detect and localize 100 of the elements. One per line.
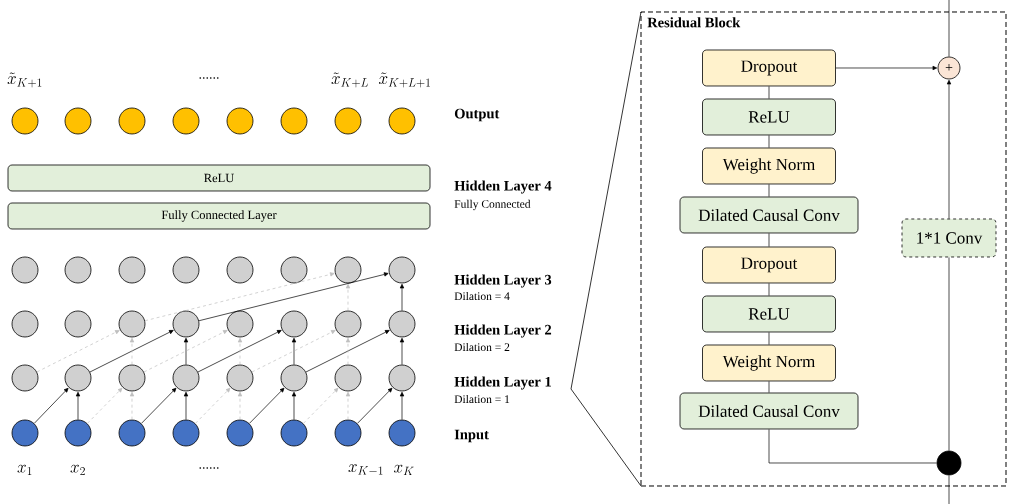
arrow (251, 330, 336, 373)
arrow (144, 272, 335, 322)
arrow (129, 337, 135, 365)
arrow (197, 330, 282, 373)
neuron-circle (226, 419, 254, 447)
variable-label: $x_{K-1}$ (348, 464, 383, 475)
neuron-circle (388, 310, 416, 338)
neuron-circle (172, 364, 200, 392)
neuron-circle (334, 310, 362, 338)
layer-box: Dropout (702, 246, 836, 284)
arrow (399, 337, 405, 365)
layer-box: Dropout (702, 49, 836, 87)
neuron-circle (280, 310, 308, 338)
dilation-note: Dilation = 4 (454, 291, 510, 301)
connector-line (768, 283, 770, 296)
arrow (357, 387, 393, 424)
conv-box: 1*1 Conv (901, 218, 997, 258)
neuron-circle (172, 310, 200, 338)
arrow (291, 337, 297, 365)
arrow (198, 272, 389, 322)
sum-node: + (937, 56, 961, 80)
layer-box: ReLU (702, 295, 836, 333)
neuron-circle (388, 107, 416, 135)
arrow (345, 337, 351, 365)
layer-bar: ReLU (7, 164, 431, 192)
arrow (89, 330, 174, 373)
arrow (183, 337, 189, 365)
layer-label: Input (454, 429, 489, 443)
arrow (143, 330, 228, 373)
connector-line (768, 86, 770, 99)
arrow (345, 391, 351, 420)
variable-label: $\tilde{x}_{K+L}$ (331, 72, 369, 88)
neuron-circle (388, 256, 416, 284)
neuron-circle (11, 310, 39, 338)
neuron-circle (280, 256, 308, 284)
dilation-note: Fully Connected (454, 199, 531, 211)
arrow (303, 387, 339, 424)
layer-label: Hidden Layer 4 (454, 180, 552, 194)
arrow (33, 387, 69, 424)
layer-label: Hidden Layer 2 (454, 324, 552, 338)
connector-line (768, 184, 770, 197)
arrow (835, 65, 938, 71)
neuron-circle (334, 419, 362, 447)
neuron-circle (334, 256, 362, 284)
neuron-circle (11, 256, 39, 284)
neuron-circle (118, 107, 146, 135)
arrow (141, 387, 177, 424)
layer-box: Dilated Causal Conv (679, 392, 859, 430)
ellipsis: ...... (199, 77, 219, 79)
variable-label: $x_K$ (394, 464, 414, 475)
arrow (399, 283, 405, 311)
neuron-circle (64, 256, 92, 284)
neuron-circle (118, 419, 146, 447)
arrow (399, 391, 405, 420)
neuron-circle (64, 107, 92, 135)
layer-box: Dilated Causal Conv (679, 196, 859, 234)
neuron-circle (334, 107, 362, 135)
variable-label: $x_2$ (70, 464, 85, 475)
neuron-circle (64, 310, 92, 338)
neuron-circle (388, 364, 416, 392)
neuron-circle (226, 256, 254, 284)
neuron-circle (64, 364, 92, 392)
neuron-circle (64, 419, 92, 447)
layer-bar: Fully Connected Layer (7, 202, 431, 230)
connector-line (768, 332, 770, 345)
neuron-circle (118, 310, 146, 338)
variable-label: $\tilde{x}_{K+1}$ (7, 72, 42, 88)
arrow (36, 330, 120, 373)
connector-line (948, 257, 950, 451)
neuron-circle (226, 107, 254, 135)
arrow (183, 391, 189, 420)
layer-box: Weight Norm (702, 147, 836, 185)
layer-label: Output (454, 108, 500, 122)
neuron-circle (334, 364, 362, 392)
neuron-circle (11, 107, 39, 135)
dilation-note: Dilation = 1 (454, 394, 510, 404)
arrow (345, 283, 351, 311)
neuron-circle (118, 364, 146, 392)
neuron-circle (280, 419, 308, 447)
arrow (305, 330, 390, 373)
arrow (195, 387, 231, 424)
arrow (75, 391, 81, 420)
dilation-note: Dilation = 2 (454, 342, 510, 352)
neuron-circle (11, 419, 39, 447)
arrow (946, 79, 952, 219)
neuron-circle (388, 419, 416, 447)
arrow (87, 387, 123, 424)
layer-label: Hidden Layer 1 (454, 376, 551, 390)
connector-line (948, 0, 950, 57)
arrow (237, 337, 243, 365)
neuron-circle (172, 256, 200, 284)
neuron-circle (11, 364, 39, 392)
neuron-circle (172, 419, 200, 447)
layer-label: Hidden Layer 3 (454, 274, 552, 288)
ellipsis: ...... (199, 467, 219, 469)
neuron-circle (172, 107, 200, 135)
neuron-circle (226, 310, 254, 338)
neuron-circle (280, 364, 308, 392)
variable-label: $\tilde{x}_{K+L+1}$ (379, 72, 430, 88)
arrow (237, 391, 243, 420)
